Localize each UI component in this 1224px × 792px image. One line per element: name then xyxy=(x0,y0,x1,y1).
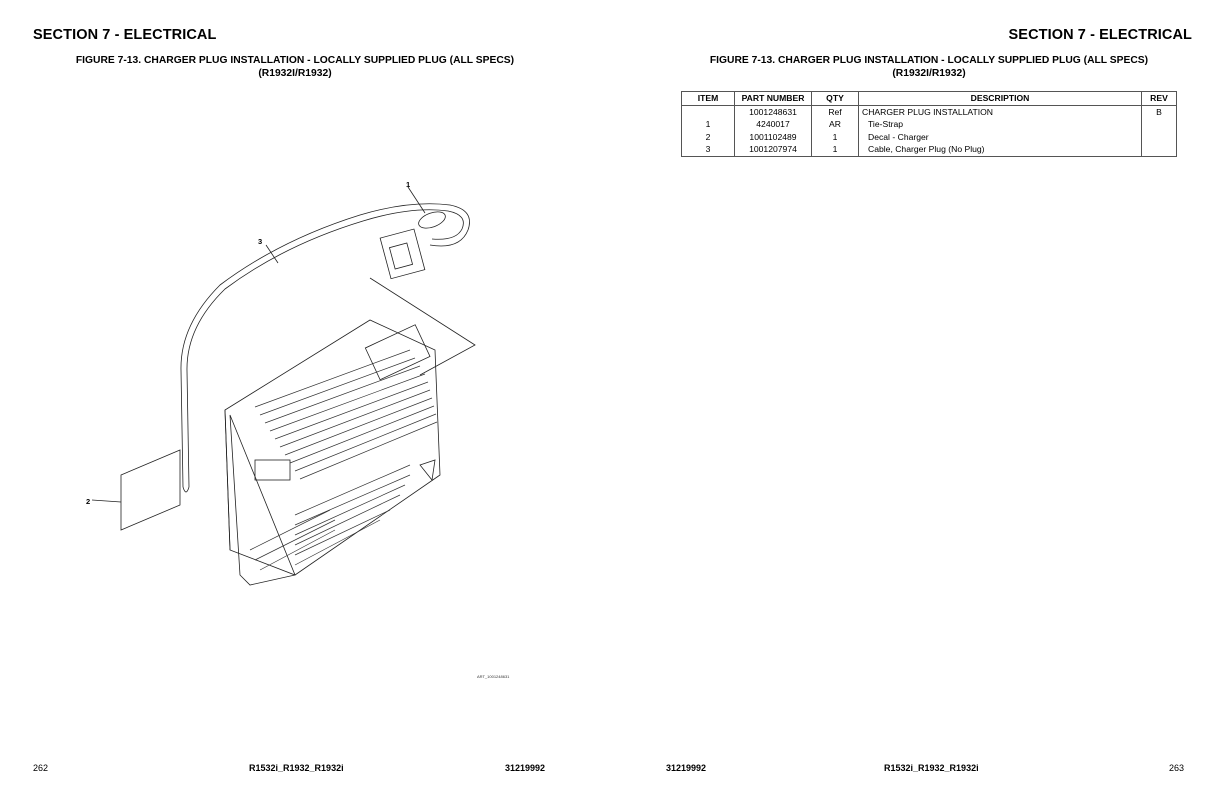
art-id: ART_1001248631 xyxy=(477,674,510,679)
table-row: 1001248631 Ref CHARGER PLUG INSTALLATION… xyxy=(681,105,1177,119)
table-row: 1 4240017 AR Tie-Strap xyxy=(681,118,1177,131)
header-description: DESCRIPTION xyxy=(858,91,1142,106)
left-page: SECTION 7 - ELECTRICAL FIGURE 7-13. CHAR… xyxy=(28,27,562,773)
figure-title: FIGURE 7-13. CHARGER PLUG INSTALLATION -… xyxy=(28,55,562,80)
footer-doc-number: 31219992 xyxy=(505,763,546,773)
figure-title-line2: (R1932I/R1932) xyxy=(258,67,332,79)
cell-part-number: 1001248631 xyxy=(734,105,812,119)
callout-2: 2 xyxy=(86,497,91,506)
cell-description: CHARGER PLUG INSTALLATION xyxy=(858,105,1142,119)
callout-3: 3 xyxy=(258,237,263,246)
cell-qty: 1 xyxy=(811,143,859,157)
cell-description-text: Tie-Strap xyxy=(868,119,904,130)
cell-qty: Ref xyxy=(811,105,859,119)
table-row: 2 1001102489 1 Decal - Charger xyxy=(681,130,1177,144)
cell-part-number: 1001102489 xyxy=(734,130,812,144)
section-title: SECTION 7 - ELECTRICAL xyxy=(33,27,217,43)
cell-item: 3 xyxy=(681,143,735,157)
charger-plug-drawing xyxy=(91,186,476,586)
footer-page-number: 262 xyxy=(33,763,49,773)
callout-1: 1 xyxy=(406,180,411,189)
cell-rev xyxy=(1141,118,1177,131)
parts-table: ITEM PART NUMBER QTY DESCRIPTION REV 100… xyxy=(681,91,1177,157)
figure-title-line1: FIGURE 7-13. CHARGER PLUG INSTALLATION -… xyxy=(709,55,1149,66)
cell-item: 2 xyxy=(681,130,735,144)
cell-rev: B xyxy=(1141,105,1177,119)
footer-models: R1532i_R1932_R1932i xyxy=(249,763,344,773)
header-item: ITEM xyxy=(681,91,735,106)
table-row: 3 1001207974 1 Cable, Charger Plug (No P… xyxy=(681,143,1177,157)
cell-item xyxy=(681,105,735,119)
cell-description: Cable, Charger Plug (No Plug) xyxy=(858,143,1142,157)
cell-part-number: 4240017 xyxy=(734,118,812,131)
right-page: SECTION 7 - ELECTRICAL FIGURE 7-13. CHAR… xyxy=(612,0,1224,792)
footer-page-number: 263 xyxy=(1169,763,1185,773)
cell-description: Decal - Charger xyxy=(858,130,1142,144)
table-header-row: ITEM PART NUMBER QTY DESCRIPTION REV xyxy=(681,91,1177,106)
header-qty: QTY xyxy=(811,91,859,106)
header-part-number: PART NUMBER xyxy=(734,91,812,106)
footer-models: R1532i_R1932_R1932i xyxy=(884,763,979,773)
cell-description: Tie-Strap xyxy=(858,118,1142,131)
cell-rev xyxy=(1141,143,1177,157)
figure-title: FIGURE 7-13. CHARGER PLUG INSTALLATION -… xyxy=(640,55,1218,80)
footer-doc-number: 31219992 xyxy=(666,763,707,773)
section-title: SECTION 7 - ELECTRICAL xyxy=(1008,27,1192,43)
cell-rev xyxy=(1141,130,1177,144)
cell-qty: AR xyxy=(811,118,859,131)
cell-description-text: Decal - Charger xyxy=(868,131,929,142)
cell-qty: 1 xyxy=(811,130,859,144)
cell-description-text: Cable, Charger Plug (No Plug) xyxy=(868,144,985,155)
figure-title-line1: FIGURE 7-13. CHARGER PLUG INSTALLATION -… xyxy=(75,55,515,66)
header-rev: REV xyxy=(1141,91,1177,106)
figure-title-line2: (R1932I/R1932) xyxy=(892,67,966,79)
cell-item: 1 xyxy=(681,118,735,131)
cell-part-number: 1001207974 xyxy=(734,143,812,157)
